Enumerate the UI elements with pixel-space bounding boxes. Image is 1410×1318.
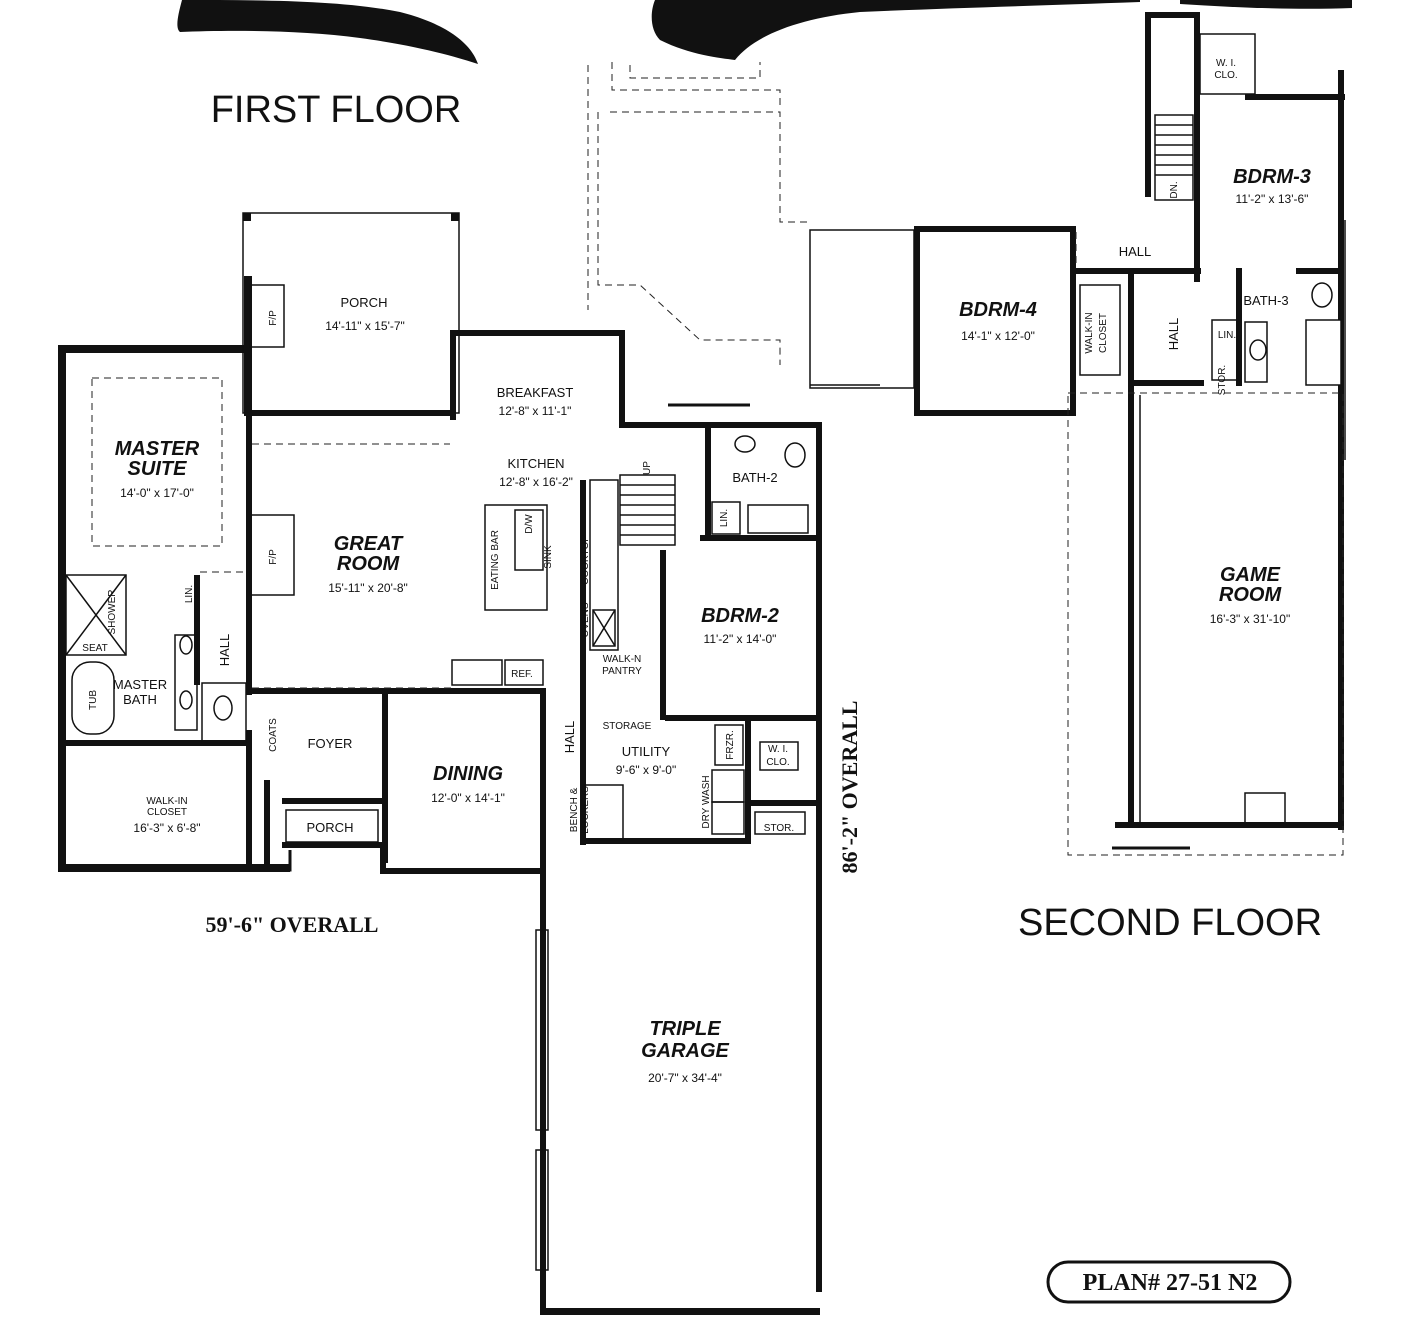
dw-label: D/W [524,514,535,534]
tree-canopy-shapes [177,0,1352,64]
lin-bath2-label: LIN. [719,509,730,527]
walkin-master-name-2: CLOSET [147,807,187,818]
great-room-dims: 15'-11" x 20'-8" [328,581,408,595]
bdrm-3-name: BDRM-3 [1233,166,1311,188]
overall-width-label: 59'-6" OVERALL [206,912,379,937]
game-room-dims: 16'-3" x 31'-10" [1210,612,1290,626]
master-suite-name-1: MASTER [115,438,200,460]
hall-kitchen-label: HALL [562,721,577,754]
garage-dims: 20'-7" x 34'-4" [648,1071,722,1085]
walkin-up-name-1: WALK-IN [1084,312,1095,353]
master-bath-name-1: MASTER [113,677,167,692]
kitchen-dims: 12'-8" x 16'-2" [499,475,573,489]
lin-master-label: LIN. [184,585,195,603]
kitchen-name: KITCHEN [507,456,564,471]
driveway-outline [587,62,810,407]
eating-bar-label: EATING BAR [490,530,501,590]
first-floor-walls [58,212,822,1315]
walkin-pantry-name-2: PANTRY [602,666,642,677]
bdrm-4-name: BDRM-4 [959,299,1037,321]
walkin-master-dims: 16'-3" x 6'-8" [133,821,200,835]
game-room-name-1: GAME [1220,564,1281,586]
porch-rear-name: PORCH [341,295,388,310]
fp-porch-label: F/P [268,310,279,326]
walkin-up-name-2: CLOSET [1098,313,1109,353]
ovens-label: OVENS [580,602,591,637]
walkin-master-name-1: WALK-IN [146,796,187,807]
tub-label: TUB [88,690,99,710]
great-room-name-2: ROOM [337,553,401,575]
shower-label: SHOWER [107,590,118,635]
overall-depth-label: 86'-2" OVERALL [837,701,862,874]
second-floor-title: SECOND FLOOR [1018,902,1322,944]
master-suite-dims: 14'-0" x 17'-0" [120,486,194,500]
hall-up-name: HALL [1119,244,1152,259]
dining-name: DINING [433,763,503,785]
bdrm-3-dims: 11'-2" x 13'-6" [1236,192,1309,206]
seat-label: SEAT [82,643,107,654]
fp-great-room-label: F/P [268,549,279,565]
wi-clo-1-name-1: W. I. [768,744,788,755]
plan-number: PLAN# 27-51 N2 [1083,1270,1258,1296]
bench-label-1: BENCH & [569,787,580,832]
breakfast-name: BREAKFAST [497,385,574,400]
bath-3-name: BATH-3 [1243,293,1288,308]
master-suite-name-2: SUITE [128,458,188,480]
up-label: UP [642,461,653,475]
walkin-pantry-name-1: WALK-N [603,654,642,665]
storage-name: STORAGE [603,721,652,732]
master-bath-name-2: BATH [123,692,157,707]
bath-2-name: BATH-2 [732,470,777,485]
hall-up-side-label: HALL [1166,318,1181,351]
game-room-name-2: ROOM [1219,584,1283,606]
plan-number-badge [1046,1260,1292,1304]
breakfast-dims: 12'-8" x 11'-1" [499,404,572,418]
foyer-name: FOYER [308,736,353,751]
bdrm-4-dims: 14'-1" x 12'-0" [961,329,1035,343]
garage-name-2: GARAGE [641,1040,729,1062]
cooktop-label: COOKTOP [580,535,591,585]
wi-clo-1-name-2: CLO. [766,757,789,768]
utility-dims: 9'-6" x 9'-0" [616,763,676,777]
second-floor-walls [809,12,1346,856]
hall-master-label: HALL [217,634,232,667]
dn-label: DN. [1169,181,1180,198]
dining-dims: 12'-0" x 14'-1" [431,791,505,805]
frzr-label: FRZR. [725,730,736,759]
sink-label: SINK [543,545,554,569]
bench-label-2: LOCKERS [580,786,591,834]
lin-up-label: LIN. [1218,330,1236,341]
ref-label: REF. [511,669,533,680]
great-room-name-1: GREAT [334,533,404,555]
wi-clo-up-name-1: W. I. [1216,58,1236,69]
stor-1-name: STOR. [764,823,794,834]
bdrm-2-dims: 11'-2" x 14'-0" [704,632,777,646]
garage-name-1: TRIPLE [649,1018,721,1040]
bdrm-2-name: BDRM-2 [701,605,779,627]
coats-label: COATS [268,718,279,752]
porch-front-name: PORCH [307,820,354,835]
wi-clo-up-name-2: CLO. [1214,70,1237,81]
first-floor-title: FIRST FLOOR [211,89,462,131]
porch-rear-dims: 14'-11" x 15'-7" [325,319,405,333]
utility-name: UTILITY [622,744,671,759]
stor-up-label: STOR. [1217,365,1228,395]
dry-wash-label: DRY WASH [701,775,712,828]
